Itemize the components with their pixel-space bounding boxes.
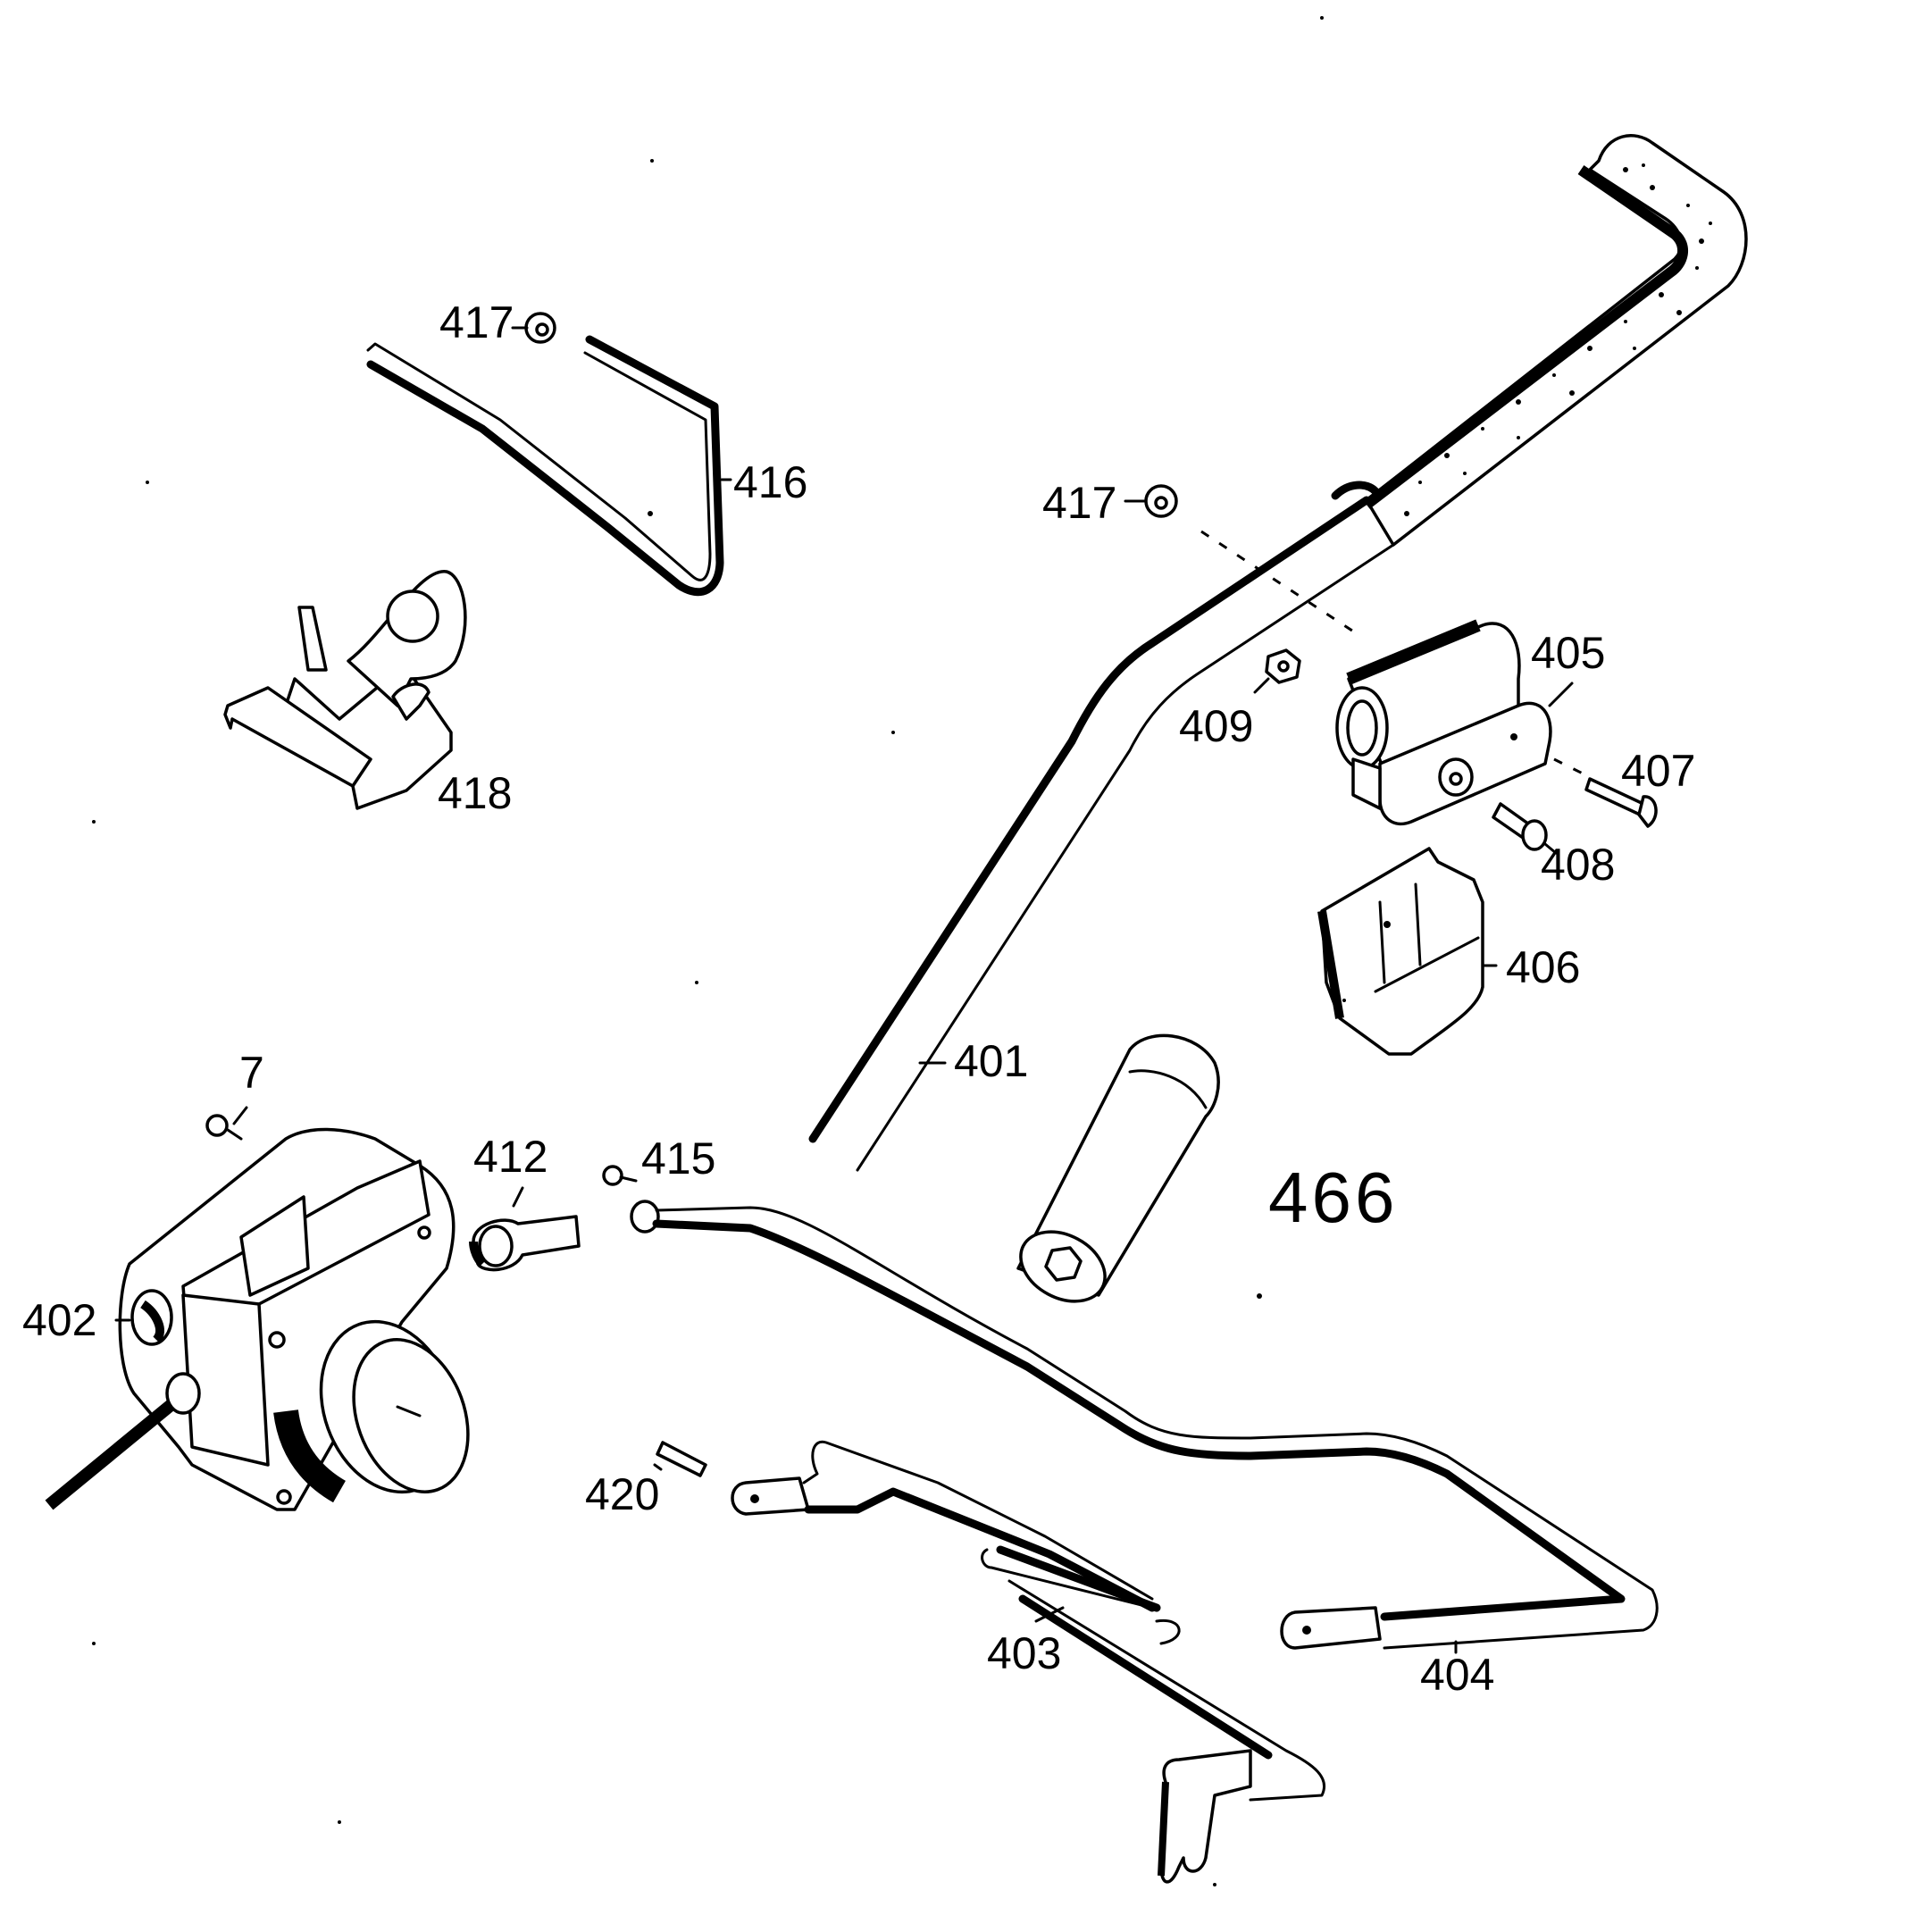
scan-specks xyxy=(92,16,1502,1886)
label-408: 408 xyxy=(1541,840,1615,890)
label-417-right: 417 xyxy=(1042,478,1116,528)
label-420: 420 xyxy=(585,1469,659,1519)
label-405: 405 xyxy=(1531,628,1605,678)
bolt-407 xyxy=(1584,777,1658,828)
label-407: 407 xyxy=(1621,746,1695,796)
label-415: 415 xyxy=(641,1133,715,1183)
handle-401 xyxy=(808,134,1748,1172)
screw-408 xyxy=(1492,802,1558,855)
cover-406 xyxy=(1317,847,1498,1056)
connector-412 xyxy=(469,1186,581,1272)
label-402: 402 xyxy=(22,1295,96,1345)
control-rod-404 xyxy=(630,1200,1659,1654)
switch-housing-402 xyxy=(45,1127,470,1511)
pin-420 xyxy=(653,1441,707,1477)
label-418: 418 xyxy=(438,768,512,818)
nut-417-right xyxy=(1124,484,1358,636)
label-401: 401 xyxy=(954,1036,1028,1086)
bracket-418 xyxy=(223,570,467,810)
socket-466 xyxy=(1016,1033,1220,1303)
label-406: 406 xyxy=(1506,942,1580,992)
callout-labels: 417 416 418 417 405 409 407 408 406 401 … xyxy=(22,297,1695,1700)
label-412: 412 xyxy=(473,1132,548,1182)
label-7: 7 xyxy=(239,1048,264,1098)
clip-415 xyxy=(602,1165,638,1186)
screw-7 xyxy=(205,1106,248,1141)
label-417-left: 417 xyxy=(439,297,514,347)
label-403: 403 xyxy=(987,1628,1061,1678)
nut-409 xyxy=(1253,648,1301,694)
label-416: 416 xyxy=(733,457,807,507)
diagram-title: 466 xyxy=(1268,1158,1398,1237)
clamp-405 xyxy=(1335,619,1591,826)
nut-417-left xyxy=(511,312,556,344)
label-409: 409 xyxy=(1179,701,1253,751)
lever-403 xyxy=(731,1440,1325,1884)
label-404: 404 xyxy=(1420,1650,1494,1700)
grip-texture xyxy=(1404,163,1712,516)
wire-bail-416 xyxy=(366,335,732,597)
